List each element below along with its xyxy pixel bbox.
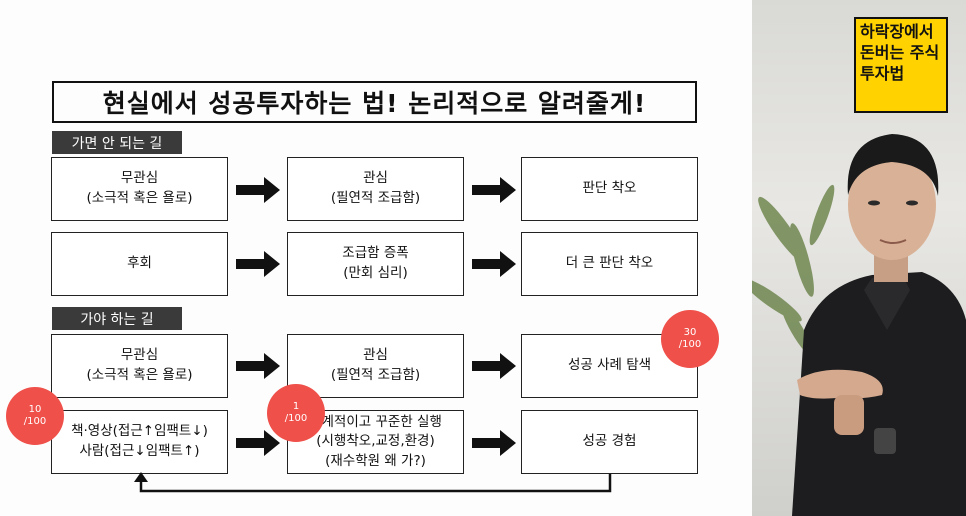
channel-logo: 하락장에서 돈버는 주식 투자법 (854, 17, 948, 113)
presenter-webcam (752, 0, 966, 516)
right-arrow-icon (472, 251, 516, 277)
box-line: 관심 (363, 170, 388, 187)
right-arrow-icon (472, 430, 516, 456)
badge-denominator: /100 (23, 416, 47, 427)
score-badge: 30 /100 (661, 310, 719, 368)
flow-box-interest: 관심 (필연적 조급함) (287, 334, 464, 398)
flow-box-impatience-amplified: 조급함 증폭 (만회 심리) (287, 232, 464, 296)
flow-box-indifference: 무관심 (소극적 혹은 욜로) (51, 157, 228, 221)
section-label-wrong-path: 가면 안 되는 길 (52, 131, 182, 154)
badge-value: 30 (683, 326, 697, 338)
right-arrow-icon (236, 177, 280, 203)
logo-line: 돈버는 주식 (860, 42, 940, 62)
presentation-slide: 현실에서 성공투자하는 법! 논리적으로 알려줄게! 가면 안 되는 길 무관심… (6, 81, 719, 493)
box-line: 판단 착오 (582, 180, 637, 197)
logo-line: 투자법 (860, 63, 905, 83)
box-line: (소극적 혹은 욜로) (86, 367, 193, 383)
flow-box-success-experience: 성공 경험 (521, 410, 698, 474)
box-line: 무관심 (120, 347, 159, 364)
right-arrow-icon (236, 251, 280, 277)
box-line: 후회 (127, 255, 152, 272)
right-arrow-icon (236, 353, 280, 379)
box-line: (만회 심리) (343, 265, 408, 281)
box-line: 성공 사례 탐색 (567, 357, 652, 374)
badge-denominator: /100 (284, 413, 308, 424)
right-arrow-icon (236, 430, 280, 456)
box-line: (필연적 조급함) (330, 367, 421, 383)
score-badge: 1 /100 (267, 384, 325, 442)
right-arrow-icon (472, 177, 516, 203)
flow-box-misjudgment: 판단 착오 (521, 157, 698, 221)
section-label-right-path: 가야 하는 길 (52, 307, 182, 330)
flow-box-interest: 관심 (필연적 조급함) (287, 157, 464, 221)
flow-box-indifference: 무관심 (소극적 혹은 욜로) (51, 334, 228, 398)
box-line: (시행착오,교정,환경) (316, 433, 435, 450)
box-line: 조급함 증폭 (342, 245, 409, 262)
score-badge: 10 /100 (6, 387, 64, 445)
badge-denominator: /100 (678, 339, 702, 350)
box-line: (소극적 혹은 욜로) (86, 190, 193, 206)
box-line: 성공 경험 (582, 433, 637, 450)
box-line: 사람(접근↓임팩트↑) (79, 443, 200, 459)
box-line: 더 큰 판단 착오 (565, 255, 654, 272)
badge-value: 10 (28, 403, 42, 415)
box-line: 관심 (363, 347, 388, 364)
slide-title: 현실에서 성공투자하는 법! 논리적으로 알려줄게! (52, 81, 697, 123)
box-line: 무관심 (120, 170, 159, 187)
right-arrow-icon (472, 353, 516, 379)
presenter-image (752, 134, 966, 516)
box-line: 책·영상(접근↑임팩트↓) (71, 423, 208, 440)
box-line: 체계적이고 꾸준한 실행 (309, 413, 442, 430)
box-line: (필연적 조급함) (330, 190, 421, 206)
box-line: (재수학원 왜 가?) (325, 452, 426, 469)
flow-box-bigger-misjudgment: 더 큰 판단 착오 (521, 232, 698, 296)
flow-box-learning-sources: 책·영상(접근↑임팩트↓) 사람(접근↓임팩트↑) (51, 410, 228, 474)
logo-line: 하락장에서 (860, 22, 934, 41)
flow-box-regret: 후회 (51, 232, 228, 296)
badge-value: 1 (292, 400, 300, 412)
